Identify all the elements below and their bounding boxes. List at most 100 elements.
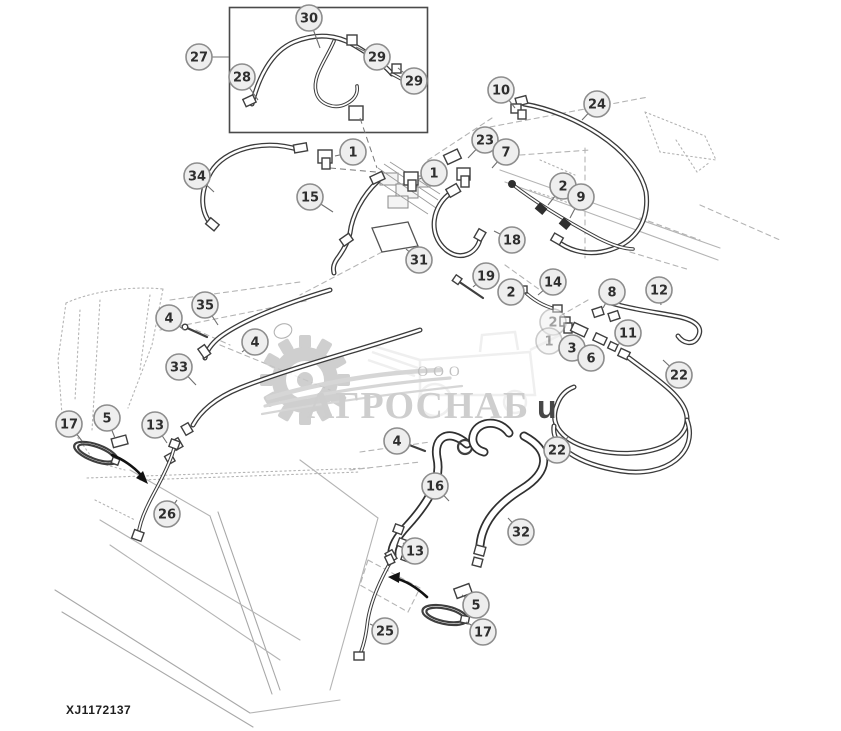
- svg-text:5: 5: [102, 412, 111, 427]
- svg-text:1: 1: [348, 146, 357, 161]
- callout-23: 23: [467, 126, 499, 159]
- hose-12: [591, 303, 700, 343]
- parts-drawing: [73, 6, 700, 661]
- pin-4a: [181, 323, 209, 339]
- svg-text:2: 2: [548, 316, 557, 331]
- callout-16: 16: [421, 472, 450, 502]
- svg-text:31: 31: [410, 254, 428, 269]
- svg-text:3: 3: [567, 342, 576, 357]
- hose-7-2-9: [508, 180, 635, 251]
- callout-1: 1: [535, 327, 563, 355]
- svg-text:32: 32: [512, 526, 530, 541]
- callout-14: 14: [537, 268, 567, 296]
- svg-text:35: 35: [196, 299, 214, 314]
- svg-text:24: 24: [588, 98, 606, 113]
- svg-text:28: 28: [233, 71, 251, 86]
- callout-4: 4: [155, 304, 185, 332]
- callout-25: 25: [369, 617, 399, 645]
- hose-15: [333, 170, 386, 273]
- plate-part-31: [371, 221, 419, 253]
- callout-22: 22: [543, 436, 571, 464]
- svg-text:12: 12: [650, 284, 668, 299]
- clamp-17-left: [73, 440, 121, 467]
- svg-text:22: 22: [548, 444, 566, 459]
- svg-text:23: 23: [476, 134, 494, 149]
- svg-text:33: 33: [170, 361, 188, 376]
- callout-35: 35: [191, 291, 219, 326]
- svg-text:11: 11: [619, 327, 637, 342]
- callout-24: 24: [581, 90, 611, 121]
- callout-15: 15: [296, 183, 334, 213]
- callout-32: 32: [507, 517, 535, 546]
- hose-34: [203, 142, 309, 232]
- callout-19: 19: [472, 262, 500, 290]
- svg-text:13: 13: [406, 545, 424, 560]
- elbow-fittings-1: [317, 149, 419, 192]
- svg-text:10: 10: [492, 84, 510, 99]
- hose-24: [510, 94, 647, 253]
- clamp-5-right: [452, 582, 474, 600]
- callout-5: 5: [461, 591, 490, 619]
- flow-arrow-right: [388, 572, 429, 599]
- svg-text:9: 9: [576, 191, 585, 206]
- callout-28: 28: [228, 63, 259, 101]
- clamp-5-left: [110, 434, 129, 449]
- svg-text:13: 13: [146, 419, 164, 434]
- pipe-26: [130, 437, 181, 543]
- callout-12: 12: [645, 276, 673, 306]
- callout-8: 8: [598, 278, 626, 309]
- svg-text:22: 22: [670, 369, 688, 384]
- bolt-19: [451, 273, 485, 300]
- svg-text:34: 34: [188, 170, 206, 185]
- svg-text:19: 19: [477, 270, 495, 285]
- chassis-frame-lines: [54, 96, 781, 728]
- callout-1: 1: [416, 159, 448, 187]
- callout-4: 4: [383, 427, 412, 455]
- callout-30: 30: [295, 4, 323, 49]
- watermark-cursor-char: u: [537, 389, 557, 425]
- svg-text:14: 14: [544, 276, 562, 291]
- svg-text:29: 29: [368, 51, 386, 66]
- svg-text:17: 17: [60, 418, 78, 433]
- inset-detail-box: [228, 6, 429, 134]
- fittings-23: [442, 148, 471, 188]
- svg-text:1: 1: [544, 335, 553, 350]
- svg-text:17: 17: [474, 626, 492, 641]
- svg-text:5: 5: [471, 599, 480, 614]
- callout-5: 5: [93, 404, 121, 439]
- flow-arrow-left: [110, 453, 148, 484]
- callout-29: 29: [397, 67, 428, 95]
- watermark-prefix: ООО: [417, 364, 465, 380]
- svg-text:8: 8: [607, 286, 616, 301]
- callout-6: 6: [577, 344, 605, 372]
- watermark-graphic: ООО АГРОСНАБ: [260, 330, 561, 427]
- callout-17: 17: [55, 410, 83, 442]
- callout-7: 7: [491, 138, 520, 169]
- svg-text:27: 27: [190, 51, 208, 66]
- svg-text:7: 7: [501, 146, 510, 161]
- callout-2: 2: [497, 278, 525, 306]
- callout-31: 31: [405, 246, 433, 274]
- svg-text:15: 15: [301, 191, 319, 206]
- svg-text:2: 2: [558, 180, 567, 195]
- svg-text:25: 25: [376, 625, 394, 640]
- svg-text:4: 4: [250, 336, 259, 351]
- callout-29: 29: [355, 43, 391, 71]
- callout-18: 18: [493, 226, 526, 254]
- svg-text:29: 29: [405, 75, 423, 90]
- hose-18: [434, 182, 487, 256]
- svg-text:18: 18: [503, 234, 521, 249]
- callout-4: 4: [241, 328, 269, 356]
- harness-part-30: [241, 35, 408, 121]
- svg-text:4: 4: [164, 312, 173, 327]
- clamp-17-right: [421, 603, 471, 627]
- pipe-25: [353, 553, 396, 661]
- image-code-label: XJ1172137: [66, 703, 132, 717]
- hose-35: [196, 290, 330, 358]
- callout-10: 10: [487, 76, 516, 109]
- callout-22: 22: [662, 359, 693, 389]
- callout-26: 26: [153, 499, 181, 528]
- callout-1: 1: [334, 138, 367, 166]
